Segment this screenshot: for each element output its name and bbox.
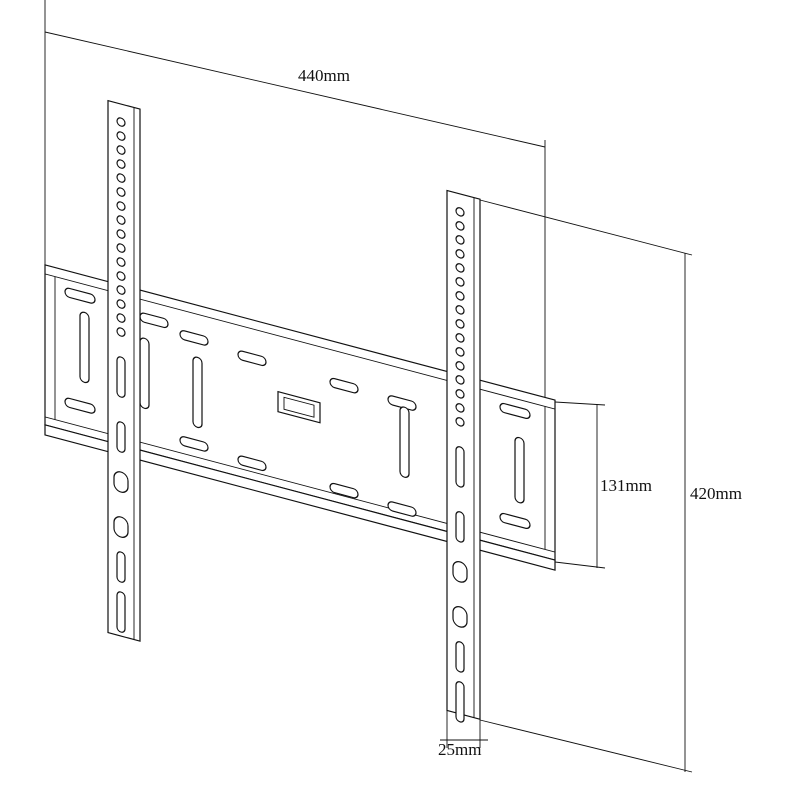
upright-slot: [455, 641, 465, 673]
upright-hole: [455, 221, 465, 231]
plate-slot-horizontal: [329, 377, 359, 394]
upright-hole: [455, 207, 465, 217]
upright-hole: [116, 201, 126, 211]
upright-hole: [116, 257, 126, 267]
upright-hole: [116, 159, 126, 169]
upright-slot: [116, 551, 126, 583]
plate-slot-horizontal: [329, 482, 359, 499]
plate-slot-horizontal: [179, 330, 209, 346]
upright-hole: [116, 173, 126, 183]
plate-slot-vertical: [79, 311, 90, 384]
upright-hole: [116, 187, 126, 197]
upright-hole: [455, 361, 465, 371]
wall-plate: [44, 264, 556, 571]
upright-hole: [455, 235, 465, 245]
upright-hole: [116, 285, 126, 295]
height-dimension-label: 420mm: [690, 484, 742, 503]
upright-hole: [455, 319, 465, 329]
upright-slot: [455, 681, 465, 723]
plate-slot-vertical: [192, 356, 203, 429]
upright-square-cutout: [113, 516, 129, 538]
dimension-25: [440, 700, 488, 748]
plate-height-dimension-label: 131mm: [600, 476, 652, 495]
upright-hole: [455, 389, 465, 399]
upright-hole: [455, 417, 465, 427]
upright-hole: [116, 313, 126, 323]
plate-slot-horizontal: [237, 455, 267, 472]
upright-slot: [455, 446, 465, 488]
upright-hole: [455, 277, 465, 287]
upright-slot: [116, 421, 126, 453]
upright-hole: [116, 327, 126, 337]
plate-slot-vertical: [514, 436, 525, 504]
dimension-420: [479, 199, 693, 773]
center-bracket: [277, 390, 321, 424]
plate-slot-horizontal: [237, 350, 267, 367]
upright-hole: [455, 333, 465, 343]
plate-slot-vertical: [399, 406, 410, 478]
upright-hole: [116, 117, 126, 127]
upright-hole: [455, 249, 465, 259]
upright-hole: [116, 271, 126, 281]
upright-hole: [116, 131, 126, 141]
upright-hole: [455, 375, 465, 385]
left-upright: [107, 99, 141, 642]
upright-hole: [116, 243, 126, 253]
dimension-131: [554, 401, 606, 569]
upright-hole: [455, 403, 465, 413]
upright-square-cutout: [452, 606, 468, 628]
upright-hole: [455, 263, 465, 273]
plate-slot-horizontal: [179, 436, 209, 452]
upright-hole: [455, 305, 465, 315]
plate-slot-horizontal: [387, 501, 417, 517]
upright-slot: [455, 511, 465, 543]
upright-hole: [455, 347, 465, 357]
plate-slot-vertical: [139, 337, 150, 410]
upright-hole: [116, 299, 126, 309]
upright-slot: [116, 591, 126, 633]
upright-square-cutout: [113, 471, 129, 493]
upright-width-dimension-label: 25mm: [438, 740, 482, 759]
right-upright: [446, 189, 481, 723]
upright-slot: [116, 356, 126, 398]
upright-hole: [116, 145, 126, 155]
upright-hole: [116, 229, 126, 239]
plate-slot-horizontal: [499, 512, 531, 530]
upright-square-cutout: [452, 561, 468, 583]
upright-hole: [455, 291, 465, 301]
width-dimension-label: 440mm: [298, 66, 350, 85]
upright-hole: [116, 215, 126, 225]
plate-slot-horizontal: [64, 397, 96, 414]
plate-slot-horizontal: [64, 287, 96, 304]
plate-slot-horizontal: [499, 402, 531, 420]
